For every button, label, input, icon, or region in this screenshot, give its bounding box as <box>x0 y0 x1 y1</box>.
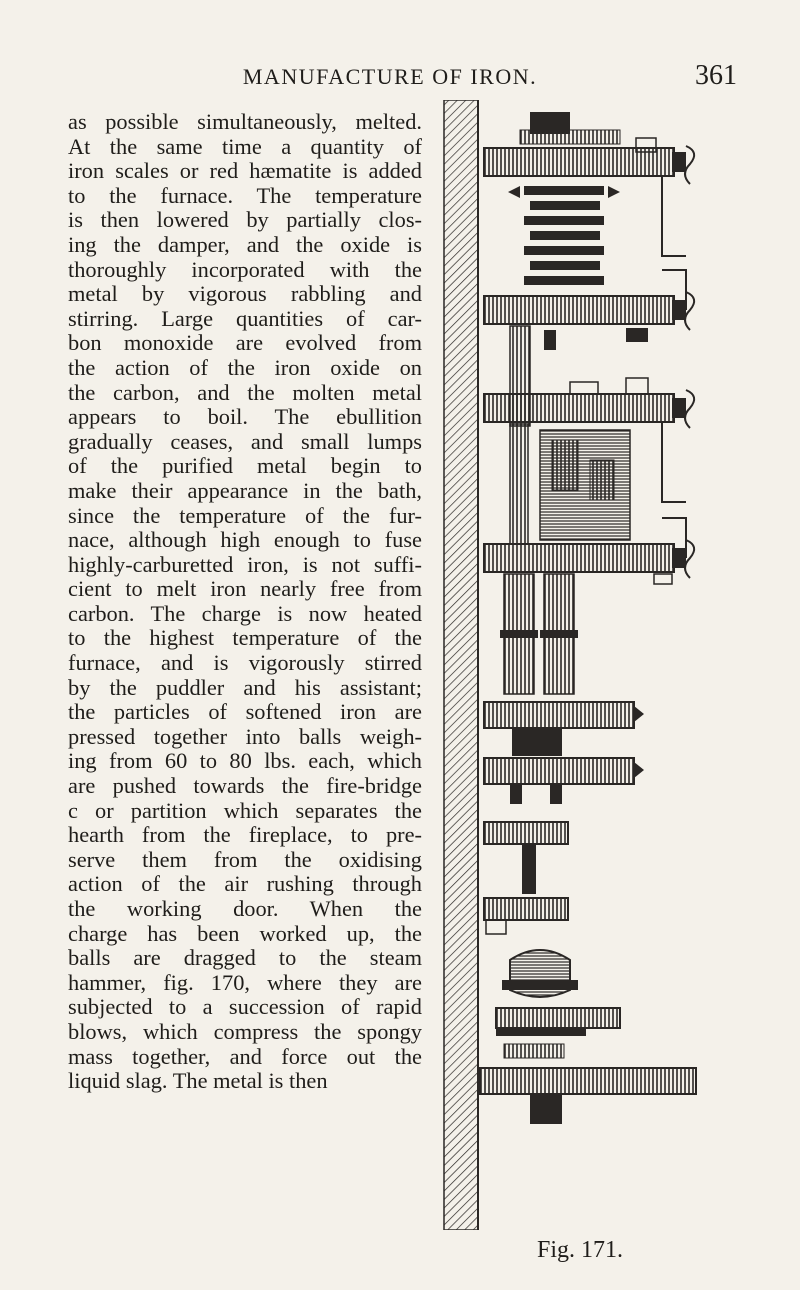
text-line: appears to boil. The ebullition <box>68 404 422 430</box>
text-line: to the furnace. The temperature <box>68 182 422 208</box>
figure-caption: Fig. 171. <box>536 1237 623 1263</box>
text-line: hearth from the fireplace, to pre- <box>68 822 422 848</box>
text-line: c or partition which separates the <box>68 797 422 823</box>
text-line: mass together, and force out the <box>68 1043 422 1069</box>
text-line: carbon. The charge is now heated <box>68 600 422 626</box>
body-paragraph: as possible simultaneously, melted.At th… <box>68 109 422 1094</box>
text-line: to the highest temperature of the <box>68 625 422 651</box>
text-line: blows, which compress the spongy <box>68 1018 422 1044</box>
text-line: At the same time a quantity of <box>68 133 422 159</box>
text-line: metal by vigorous rabbling and <box>68 281 422 307</box>
coupling-crab <box>502 949 578 998</box>
text-line: is then lowered by partially clos- <box>68 207 422 233</box>
text-line: thoroughly incorporated with the <box>68 256 422 282</box>
rolling-mill-figure <box>440 100 710 1230</box>
rolling-mill-illustration <box>443 100 697 1230</box>
running-head: MANUFACTURE OF IRON. 361 <box>0 60 800 100</box>
text-line: action of the air rushing through <box>68 871 422 897</box>
roll-stand-middle <box>483 389 696 585</box>
wall-hatching <box>443 100 479 1230</box>
text-line: gradually ceases, and small lumps <box>68 428 422 454</box>
text-line: the carbon, and the molten metal <box>68 379 422 405</box>
text-line: highly-carburetted iron, is not suffi- <box>68 551 422 577</box>
text-line: liquid slag. The metal is then <box>68 1068 328 1094</box>
roll-stand-lower <box>483 701 644 804</box>
text-line: as possible simultaneously, melted. <box>68 109 422 134</box>
roll-stand-upper <box>483 145 696 331</box>
top-housing <box>519 112 657 153</box>
text-line: the action of the iron oxide on <box>68 354 422 380</box>
text-line: balls are dragged to the steam <box>68 945 422 971</box>
text-line: stirring. Large quantities of car- <box>68 305 422 331</box>
text-line: subjected to a succession of rapid <box>68 994 422 1020</box>
text-line: charge has been worked up, the <box>68 920 422 946</box>
text-line: of the purified metal begin to <box>68 453 422 479</box>
text-line: cient to melt iron nearly free from <box>68 576 422 602</box>
text-line: make their appearance in the bath, <box>68 477 422 503</box>
text-line: ing the damper, and the oxide is <box>68 231 422 257</box>
text-line: are pushed towards the fire-bridge <box>68 773 422 799</box>
text-line: iron scales or red hæmatite is added <box>68 158 422 184</box>
text-line: serve them from the oxidising <box>68 846 422 872</box>
roll-stand-small <box>483 821 569 935</box>
text-line: bon monoxide are evolved from <box>68 330 422 356</box>
running-title: MANUFACTURE OF IRON. <box>242 64 538 89</box>
text-line: the working door. When the <box>68 896 422 921</box>
text-line: nace, although high enough to fuse <box>68 527 422 553</box>
text-line: by the puddler and his assistant; <box>68 674 422 700</box>
pinion-spindles <box>500 573 578 695</box>
roll-stand-bottom <box>479 1007 697 1124</box>
text-line: furnace, and is vigorously stirred <box>68 650 422 676</box>
page-number: 361 <box>695 60 737 91</box>
text-line: pressed together into balls weigh- <box>68 723 422 749</box>
text-line: hammer, fig. 170, where they are <box>68 969 422 995</box>
text-line: the particles of softened iron are <box>68 699 422 725</box>
text-line: since the temperature of the fur- <box>68 502 422 528</box>
text-line: ing from 60 to 80 lbs. each, which <box>68 748 422 774</box>
